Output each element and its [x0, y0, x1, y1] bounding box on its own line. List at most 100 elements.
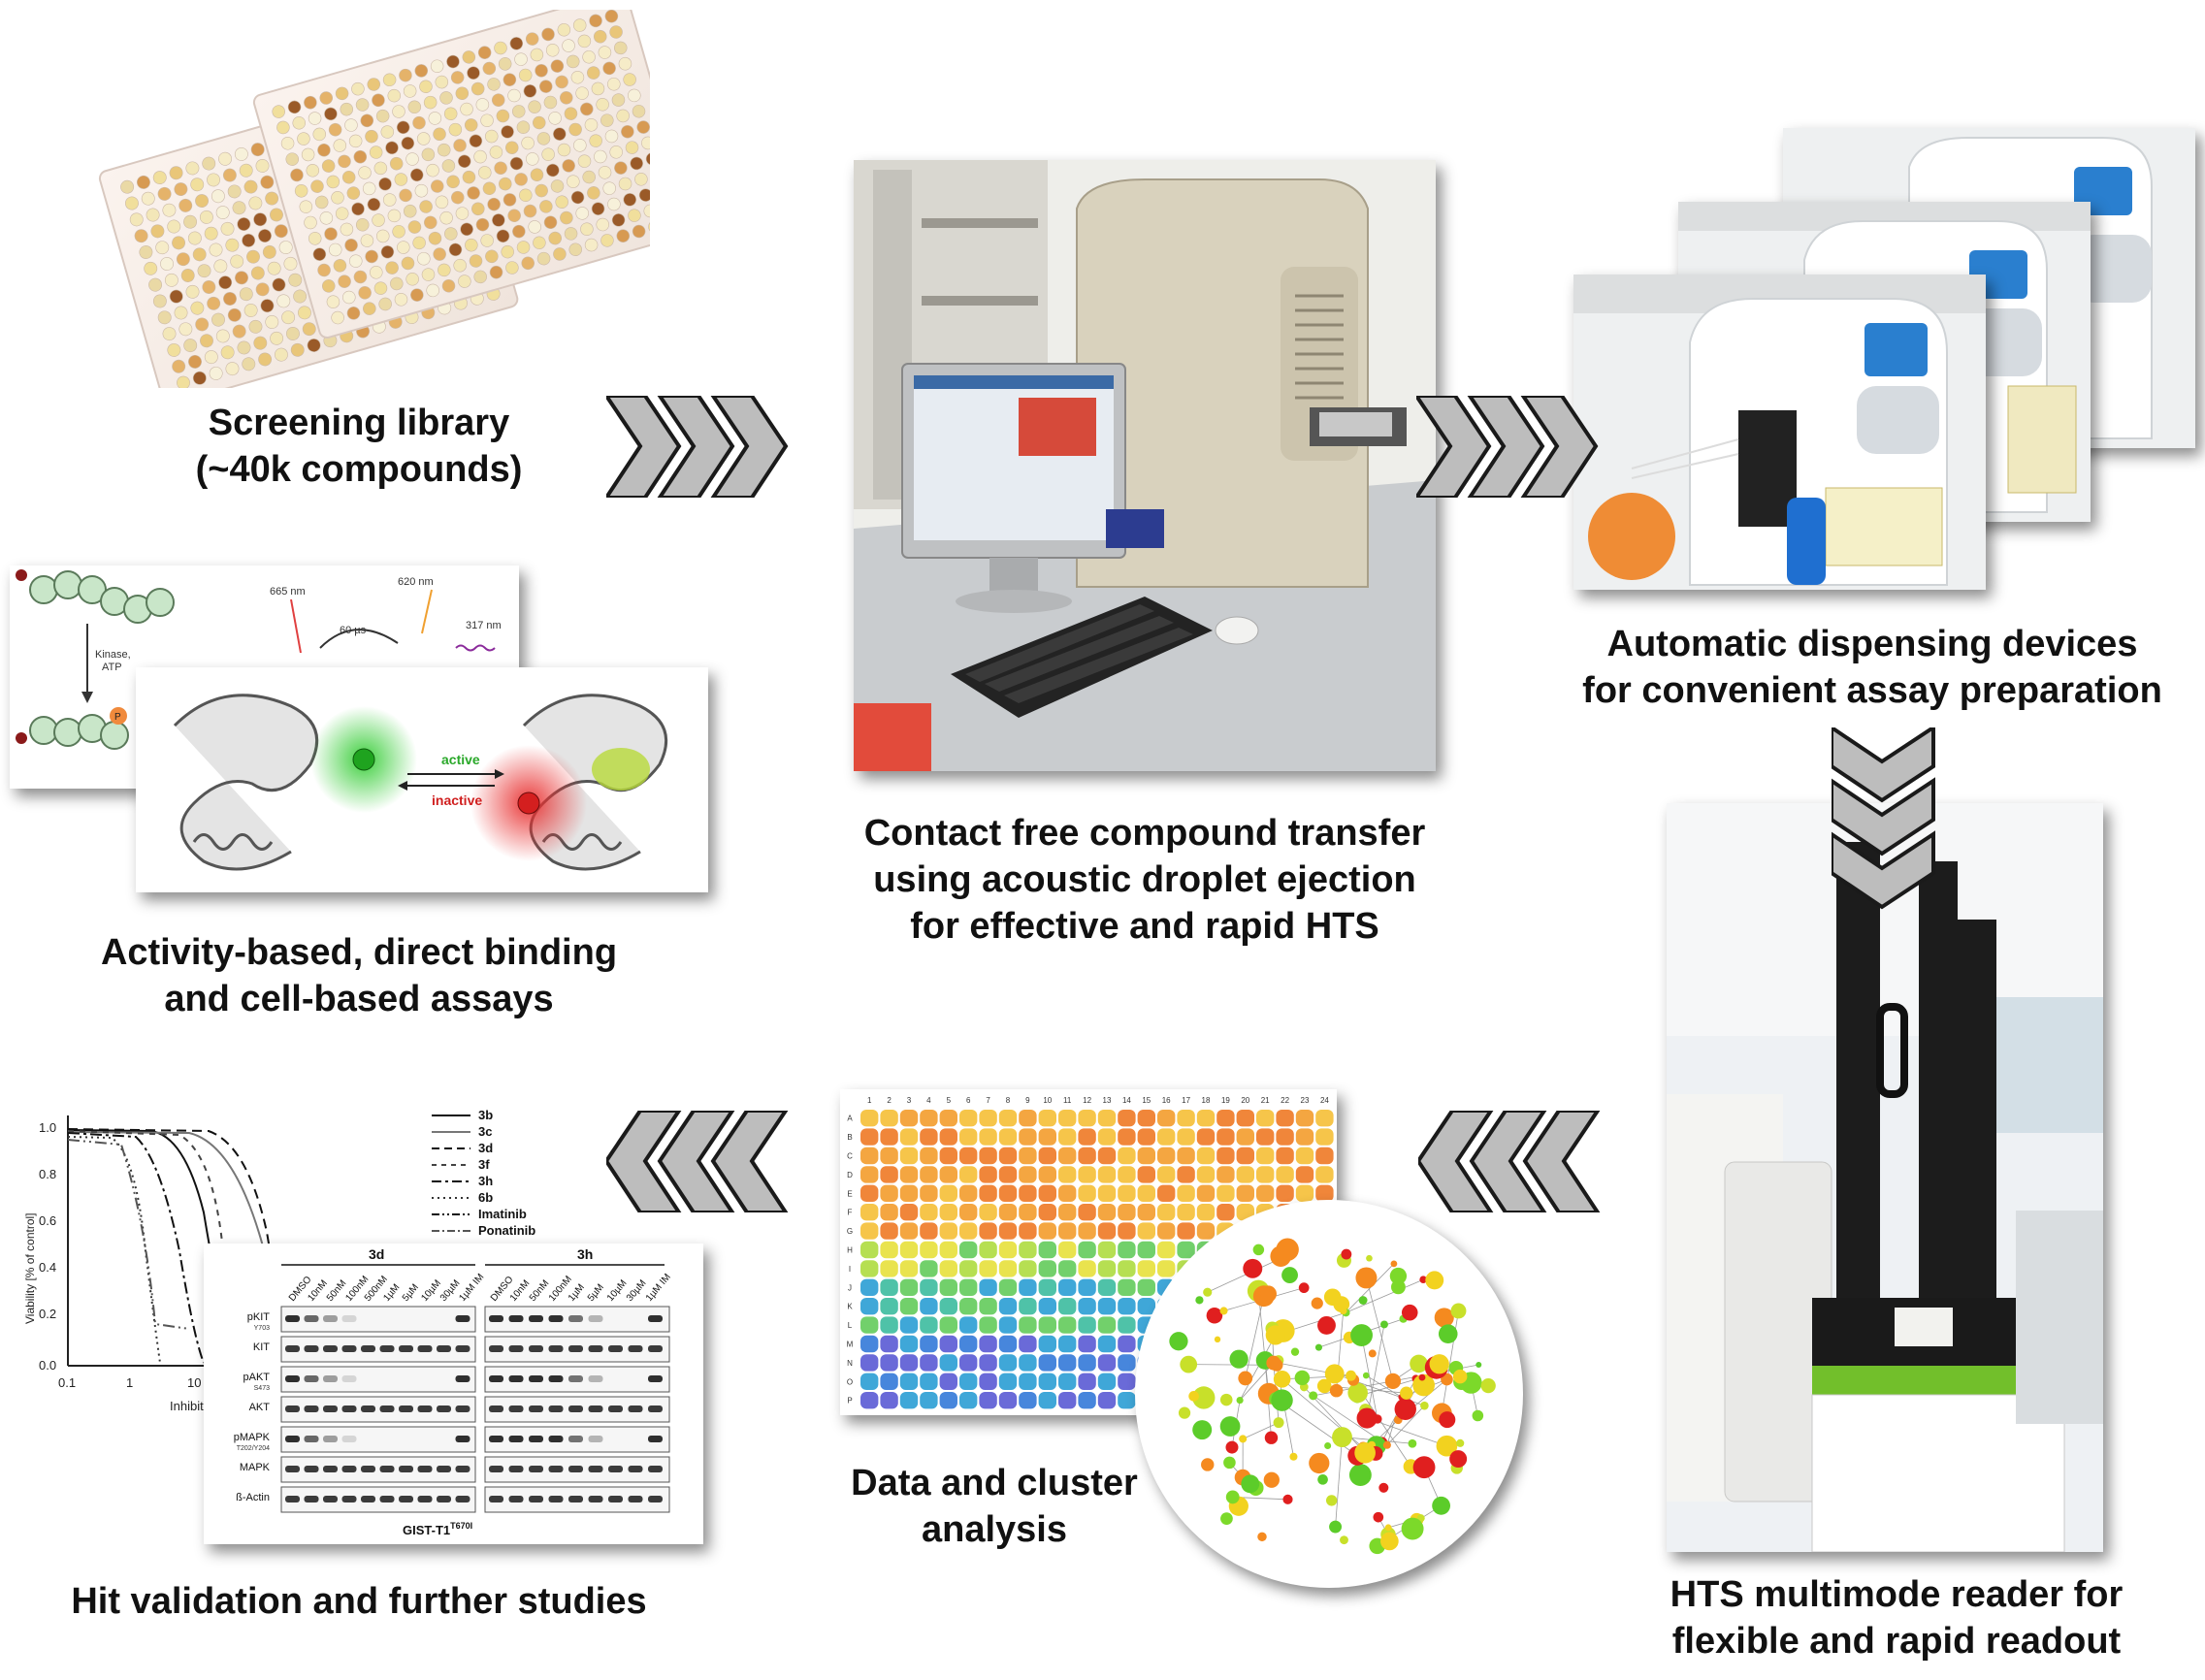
plate-well [507, 209, 521, 223]
heatmap-cell [920, 1392, 938, 1409]
plate-well [443, 107, 458, 121]
plate-well [555, 195, 568, 209]
library-caption-line2: (~40k compounds) [195, 449, 523, 490]
heatmap-cell [1078, 1278, 1096, 1296]
plate-well [215, 329, 230, 343]
legend-3c: 3c [478, 1124, 492, 1139]
heatmap-cell [880, 1373, 898, 1390]
blot-row-label: ß-Actin [236, 1492, 270, 1503]
blot-lane-label: 50nM [325, 1278, 349, 1304]
heatmap-cell [860, 1260, 879, 1277]
heatmap-cell [899, 1392, 919, 1409]
cluster-node [1384, 1524, 1392, 1532]
heatmap-cell [860, 1166, 879, 1183]
plate-well [446, 54, 460, 69]
plate-well [178, 322, 193, 337]
plate-well [326, 175, 340, 189]
plate-well [185, 284, 200, 299]
cluster-node [1439, 1411, 1456, 1429]
plate-well [248, 319, 263, 334]
cluster-node [1265, 1325, 1285, 1345]
heatmap-cell [1019, 1204, 1037, 1221]
heatmap-cell [899, 1335, 919, 1353]
plate-well [308, 112, 322, 125]
plate-well [525, 32, 539, 46]
blot-band [285, 1405, 300, 1412]
heatmap-cell [1295, 1166, 1314, 1183]
blot-band [417, 1405, 433, 1412]
plate-well [604, 129, 619, 144]
blot-band [285, 1345, 300, 1352]
heatmap-cell [860, 1241, 879, 1259]
heatmap-col-label: 7 [986, 1096, 990, 1105]
heatmap-cell [1078, 1204, 1096, 1221]
cluster-node [1348, 1464, 1372, 1487]
blot-band [529, 1375, 543, 1382]
heatmap-cell [939, 1166, 957, 1183]
legend-3h: 3h [478, 1174, 493, 1188]
heatmap-row-label: P [847, 1397, 852, 1405]
heatmap-cell [1157, 1260, 1176, 1277]
heatmap-cell [1097, 1204, 1117, 1221]
heatmap-col-label: 17 [1182, 1096, 1190, 1105]
cluster-node [1214, 1336, 1221, 1343]
heatmap-cell [1137, 1166, 1155, 1183]
plate-well [139, 245, 153, 259]
plate-well [630, 156, 643, 171]
heatmap-cell [860, 1147, 879, 1165]
plate-well [341, 170, 356, 184]
heatmap-cell [939, 1298, 957, 1315]
heatmap-cell [1236, 1184, 1254, 1202]
blot-lane-label: 30µM [625, 1278, 649, 1304]
blot-lane-label: 5µM [401, 1282, 421, 1304]
heatmap-cell [880, 1354, 898, 1372]
cluster-node [1219, 1416, 1241, 1437]
western-blot-image: 3d 3h DMSO10nM50nM100nM500nM1µM5µM10µM30… [234, 1246, 673, 1537]
plate-well [607, 197, 621, 211]
plate-well [407, 100, 422, 114]
plate-well [478, 166, 492, 179]
heatmap-cell [860, 1128, 879, 1146]
plate-well [503, 193, 517, 207]
heatmap-cell [1157, 1204, 1176, 1221]
heatmap-row-label: O [847, 1377, 853, 1386]
plate-well [333, 259, 347, 273]
blot-band [588, 1466, 603, 1472]
x-axis-label: Inhibito [170, 1399, 211, 1413]
blot-band [455, 1436, 470, 1442]
cluster-edge [1346, 1263, 1395, 1313]
heatmap-cell [959, 1260, 978, 1277]
cluster-node [1368, 1349, 1377, 1358]
plate-well [141, 191, 155, 206]
plate-well [505, 261, 519, 275]
blot-row-label: pAKT [243, 1372, 270, 1383]
plate-well [157, 186, 172, 201]
plate-well [230, 254, 244, 269]
arrow-transfer-to-dispense [1416, 396, 1599, 498]
plate-well [575, 86, 589, 100]
cluster-node [1309, 1391, 1318, 1401]
blot-band [588, 1496, 603, 1502]
plate-well [375, 109, 390, 123]
blot-band [608, 1436, 623, 1442]
heatmap-cell [998, 1128, 1018, 1146]
blot-band [588, 1315, 603, 1322]
plate-well [557, 143, 571, 157]
heatmap-cell [1118, 1335, 1136, 1353]
heatmap-row-label: J [848, 1283, 852, 1292]
heatmap-col-label: 15 [1142, 1096, 1151, 1105]
plate-well [190, 178, 205, 192]
blot-band [529, 1496, 543, 1502]
heatmap-cell [1118, 1373, 1136, 1390]
heatmap-cell [880, 1241, 898, 1259]
cluster-node [1195, 1296, 1204, 1305]
plate-well [237, 217, 251, 232]
active-label: active [441, 752, 480, 767]
heatmap-col-label: 14 [1122, 1096, 1131, 1105]
plate-well [560, 210, 573, 225]
plate-well [164, 273, 178, 287]
plate-well [209, 366, 223, 380]
cluster-node [1408, 1438, 1417, 1448]
ytick-02: 0.2 [39, 1307, 56, 1321]
plate-well [120, 179, 135, 194]
